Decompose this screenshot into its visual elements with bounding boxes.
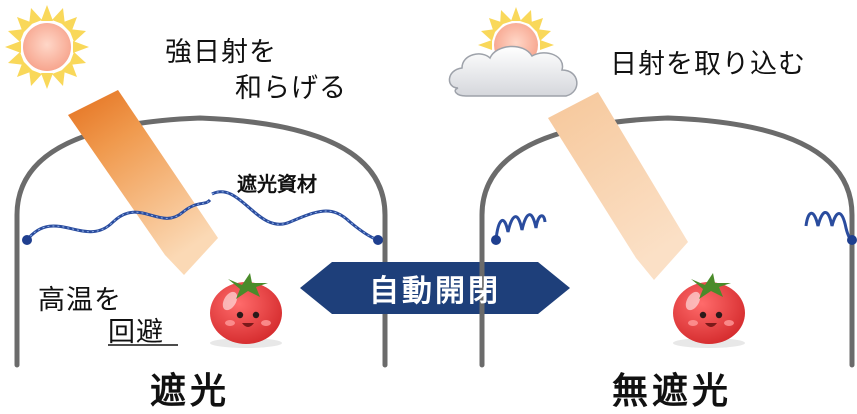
cloud-icon xyxy=(448,45,578,97)
right-sun-label: 日射を取り込む xyxy=(610,49,806,80)
greenhouse-left xyxy=(14,115,388,368)
auto-open-close-label: 自動開閉 xyxy=(369,274,501,309)
shade-net-icon xyxy=(22,190,383,245)
heat-label-line2: 回避 xyxy=(108,317,164,348)
double-arrow-badge xyxy=(300,262,570,314)
tomato-icon xyxy=(210,273,282,348)
greenhouse-right xyxy=(479,115,855,368)
sun-icon xyxy=(5,5,89,89)
tomato-icon xyxy=(673,273,745,348)
material-label: 遮光資材 xyxy=(237,172,317,196)
shade-net-icon xyxy=(804,211,857,245)
shade-net-icon xyxy=(491,213,547,245)
sun-label-line2: 和らげる xyxy=(235,73,347,104)
right-panel-title: 無遮光 xyxy=(612,371,733,412)
strong-sunbeam xyxy=(68,90,218,275)
heat-label-line1: 高温を xyxy=(38,285,122,316)
left-panel-title: 遮光 xyxy=(150,371,231,412)
sun-label-line1: 強日射を xyxy=(165,37,277,68)
soft-sunbeam xyxy=(548,92,688,280)
